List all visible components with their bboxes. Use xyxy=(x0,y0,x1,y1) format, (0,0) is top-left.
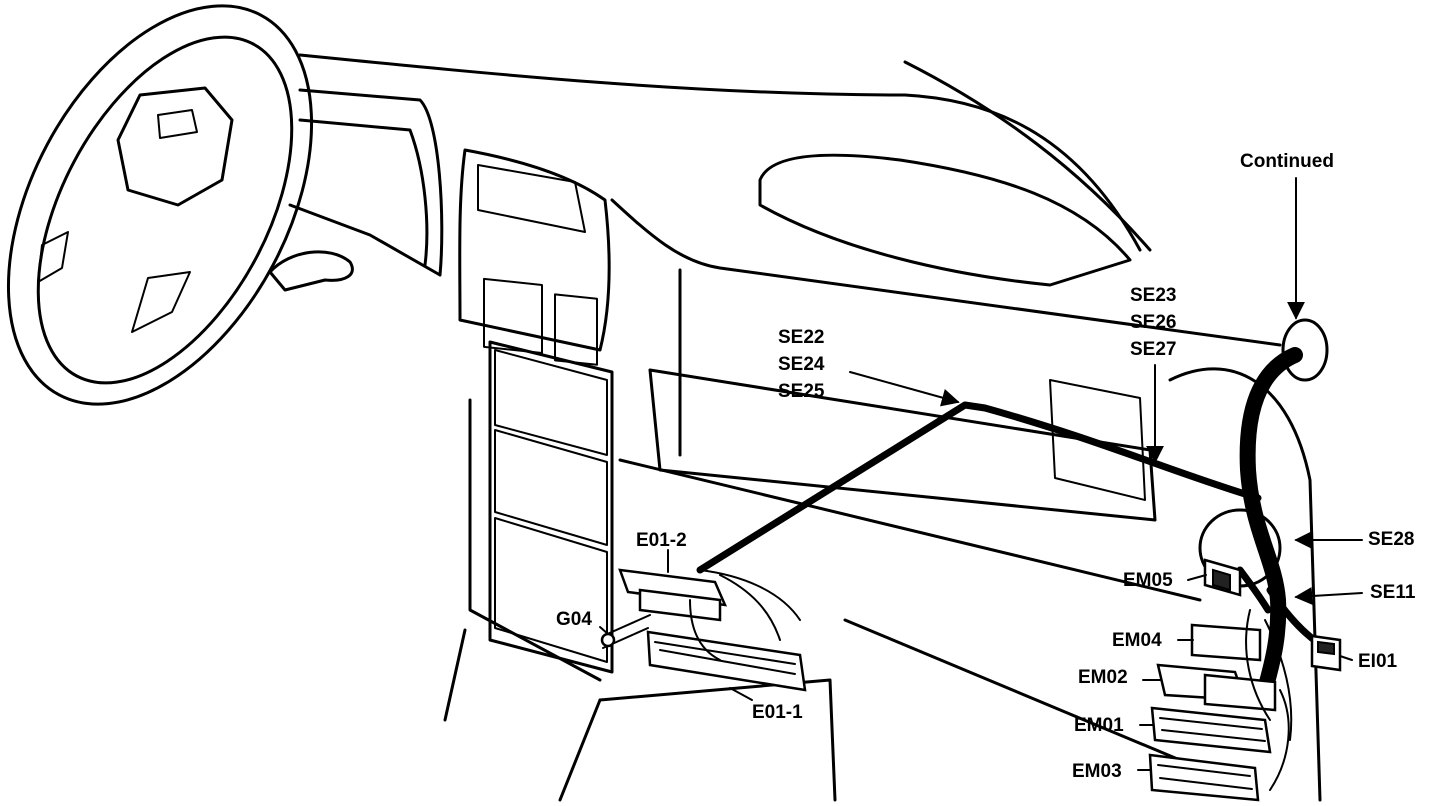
label-continued: Continued xyxy=(1240,151,1334,172)
center-vent-right xyxy=(554,293,598,366)
glovebox-area xyxy=(648,368,1157,522)
connector-e01-1 xyxy=(646,630,807,692)
label-em05: EM05 xyxy=(1123,570,1173,591)
ground-g04 xyxy=(600,614,651,649)
label-se26: SE26 xyxy=(1130,312,1177,333)
harness-trunk xyxy=(1239,347,1303,698)
steering-spoke-bottom xyxy=(131,271,191,333)
label-e01-1: E01-1 xyxy=(752,702,803,723)
center-vent-top xyxy=(477,164,586,233)
label-se27: SE27 xyxy=(1130,339,1177,360)
leader-g04 xyxy=(599,626,609,635)
label-em01: EM01 xyxy=(1074,715,1124,736)
label-se22: SE22 xyxy=(778,327,825,348)
dash-upper-pad xyxy=(758,153,1132,287)
steering-column xyxy=(268,250,354,292)
console-side xyxy=(443,398,602,802)
leader-se22-group xyxy=(849,371,960,407)
steering-spoke-left xyxy=(37,231,69,283)
steering-wheel-rim-outer xyxy=(6,4,314,406)
label-e01-2: E01-2 xyxy=(636,530,687,551)
center-vent-left xyxy=(483,277,543,354)
leader-se11 xyxy=(1294,587,1363,606)
dash-top-line xyxy=(298,53,1142,252)
label-em03: EM03 xyxy=(1072,761,1122,782)
left-cluster-wires xyxy=(689,569,801,661)
dash-right-face xyxy=(610,198,1282,347)
steering-wheel-rim-inner xyxy=(36,35,294,385)
center-vents-outline xyxy=(458,148,611,352)
center-stack-slot-1 xyxy=(494,349,608,456)
leader-em05 xyxy=(1187,574,1207,581)
label-em02: EM02 xyxy=(1078,667,1128,688)
center-stack-slot-3 xyxy=(494,517,608,663)
label-se-group-left: SE22 SE24 SE25 xyxy=(778,324,824,405)
connector-e01-2 xyxy=(618,568,728,622)
center-stack xyxy=(488,340,614,674)
connector-em02 xyxy=(1156,663,1277,712)
label-se25: SE25 xyxy=(778,381,825,402)
dash-lower-line xyxy=(618,458,1202,762)
connector-em05 xyxy=(1203,558,1242,597)
instrument-cluster xyxy=(288,88,444,277)
connector-em03 xyxy=(1148,753,1260,802)
leader-e01-1 xyxy=(729,687,753,701)
connector-em04 xyxy=(1190,623,1262,662)
grommet xyxy=(1281,318,1329,382)
label-se11: SE11 xyxy=(1370,582,1416,603)
windshield-line xyxy=(903,60,1152,252)
lower-dash-trim xyxy=(598,678,837,802)
glovebox-latch xyxy=(1049,379,1146,501)
steering-hub-window xyxy=(157,109,198,139)
label-se-group-right: SE23 SE26 SE27 xyxy=(1130,282,1176,363)
label-ei01: EI01 xyxy=(1358,651,1398,672)
label-g04: G04 xyxy=(556,609,592,630)
steering-hub xyxy=(116,86,234,207)
label-se24: SE24 xyxy=(778,354,825,375)
leader-ei01 xyxy=(1339,655,1353,661)
label-em04: EM04 xyxy=(1112,630,1162,651)
center-stack-slot-2 xyxy=(494,429,608,546)
right-cluster-wires xyxy=(1245,609,1293,791)
connector-ei01 xyxy=(1310,634,1342,672)
main-harness xyxy=(696,401,1262,574)
connector-em01 xyxy=(1150,706,1272,754)
harness-branch-em05 xyxy=(1236,566,1272,614)
label-se23: SE23 xyxy=(1130,285,1177,306)
instrument-hood xyxy=(298,118,429,267)
label-se28: SE28 xyxy=(1368,529,1415,550)
